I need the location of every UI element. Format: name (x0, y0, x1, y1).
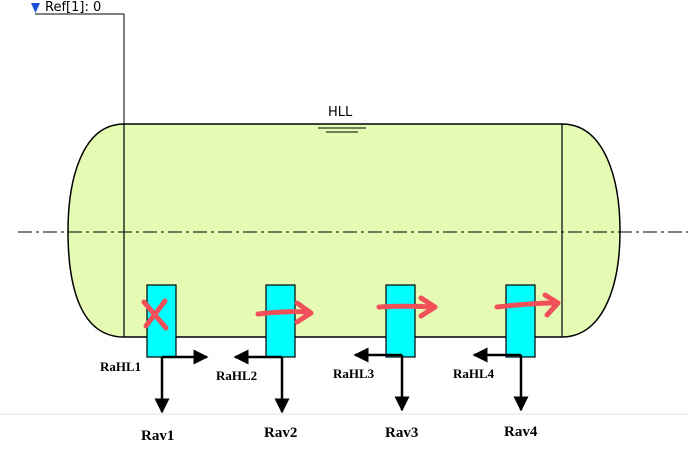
outlet-label: Rav3 (385, 425, 418, 441)
nozzle-label: RaHL1 (100, 359, 141, 374)
blocked-x-icon (141, 298, 169, 331)
nozzle-rahl3[interactable]: RaHL3 Rav3 (333, 284, 438, 441)
nozzle-rahl2[interactable]: RaHL2 Rav2 (216, 284, 314, 441)
outlet-label: Rav4 (504, 424, 538, 440)
nozzle-body (385, 284, 416, 358)
reference-marker[interactable]: Ref[1]: 0 (31, 0, 125, 126)
outlet-label: Rav1 (141, 428, 174, 444)
flow-arrow-icon (494, 292, 561, 318)
flow-arrow-icon (255, 300, 314, 325)
vessel[interactable] (67, 123, 621, 338)
nozzle-label: RaHL3 (333, 366, 375, 381)
nozzle-label: RaHL4 (453, 366, 495, 381)
outlet-label: Rav2 (264, 425, 297, 441)
nozzle-body (505, 284, 536, 358)
reference-triangle-icon (31, 3, 40, 13)
nozzle-label: RaHL2 (216, 368, 257, 383)
nozzle-body (265, 284, 296, 358)
reference-label: Ref[1]: 0 (45, 0, 101, 15)
nozzle-rahl1[interactable]: RaHL1 Rav1 (100, 284, 209, 444)
nozzle-rahl4[interactable]: RaHL4 Rav4 (453, 284, 561, 440)
hll-label: HLL (328, 105, 353, 120)
flow-arrow-icon (376, 295, 438, 319)
hll-indicator[interactable]: HLL (308, 105, 376, 133)
